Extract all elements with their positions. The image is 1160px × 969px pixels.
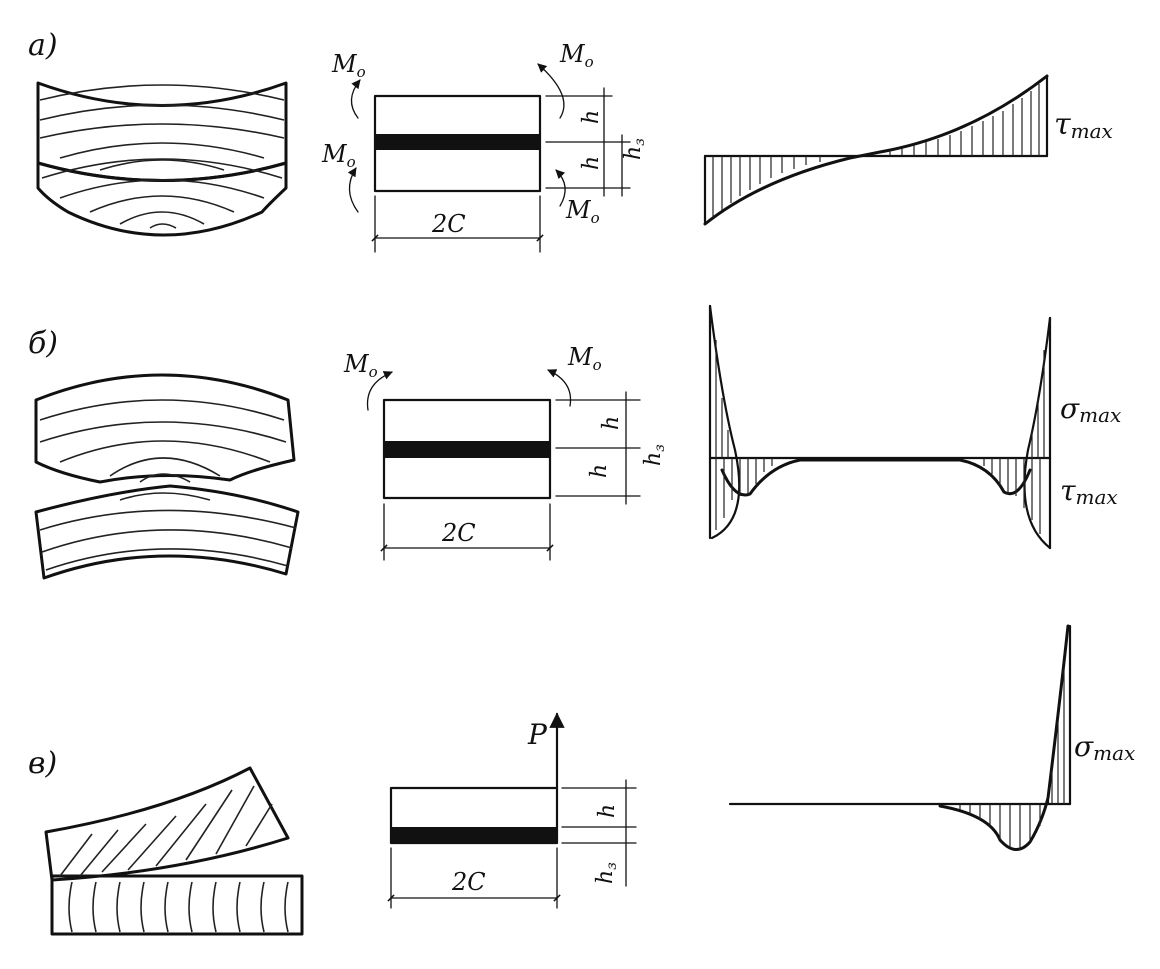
panel-b-stress-diagram: σmax τmax <box>708 304 1121 550</box>
panel-b-label: б) <box>28 326 58 361</box>
panel-b-h-bottom: h <box>587 464 612 478</box>
svg-text:τmax: τmax <box>1060 474 1118 509</box>
panel-b-stress-label-tau: τ <box>1060 474 1076 507</box>
panel-a-moment-arrow-br <box>555 169 566 207</box>
panel-b-h-total: h <box>641 452 666 466</box>
panel-c-stress-label: σ <box>1074 730 1094 763</box>
panel-c-cross-section: P 2C h hз <box>387 712 637 909</box>
panel-a-moment-tr: M <box>559 40 586 68</box>
svg-text:hз: hз <box>593 862 620 884</box>
panel-c-width-dim: 2C <box>451 868 486 896</box>
svg-text:Mo: Mo <box>343 350 378 381</box>
panel-a-label: а) <box>28 28 58 63</box>
svg-text:σmax: σmax <box>1074 730 1135 765</box>
panel-a-moment-arrow-tr <box>537 63 565 119</box>
svg-text:hз: hз <box>641 444 668 466</box>
panel-c-label: в) <box>28 746 57 781</box>
panel-b-stress-label-sigma: σ <box>1060 392 1080 425</box>
panel-b-h-top: h <box>599 416 624 430</box>
svg-text:Mo: Mo <box>331 50 366 81</box>
panel-c-stress-diagram: σmax <box>728 624 1135 851</box>
panel-a-stress-label: τ <box>1054 107 1071 142</box>
panel-c-boards <box>44 766 304 936</box>
panel-b-moment-left: M <box>343 350 370 378</box>
panel-a-h-total: h <box>621 146 646 160</box>
panel-b-moment-arrow-left <box>366 371 393 411</box>
panel-a-moment-arrow-bl <box>347 167 359 213</box>
panel-a-moment-tl: M <box>331 50 358 78</box>
panel-a-moment-br: M <box>565 196 592 224</box>
panel-c-h-adhesive: h <box>593 870 618 884</box>
svg-text:Mo: Mo <box>559 40 594 71</box>
panel-b-moment-right: M <box>567 343 594 371</box>
panel-a-warped-boards <box>36 81 288 237</box>
panel-a: а) Mo Mo <box>28 28 1113 253</box>
svg-text:hз: hз <box>621 138 648 160</box>
panel-a-width-dim: 2C <box>431 210 466 238</box>
svg-text:Mo: Mo <box>565 196 600 227</box>
panel-a-h-bottom: h <box>579 156 604 170</box>
panel-b-cross-section: Mo Mo 2C h h hз <box>343 343 668 561</box>
panel-a-h-top: h <box>579 110 604 124</box>
svg-text:σmax: σmax <box>1060 392 1121 427</box>
panel-b-width-dim: 2C <box>441 519 476 547</box>
panel-c-adhesive-layer <box>391 827 557 843</box>
panel-c-h-top: h <box>595 804 620 818</box>
panel-a-adhesive-layer <box>375 134 540 150</box>
panel-c: в) <box>28 624 1135 936</box>
svg-text:τmax: τmax <box>1054 107 1113 143</box>
panel-b-warped-boards <box>34 373 300 580</box>
panel-c-force-label: P <box>527 718 548 751</box>
svg-text:Mo: Mo <box>567 343 602 374</box>
panel-a-cross-section: Mo Mo Mo Mo 2C h h hз <box>321 40 648 253</box>
panel-a-moment-bl: M <box>321 140 348 168</box>
panel-b-moment-arrow-right <box>547 369 572 407</box>
panel-b-adhesive-layer <box>384 441 550 458</box>
panel-b: б) Mo Mo <box>28 304 1121 580</box>
panel-a-moment-arrow-tl <box>350 79 361 119</box>
panel-a-stress-diagram: τmax <box>703 74 1113 226</box>
svg-text:Mo: Mo <box>321 140 356 171</box>
